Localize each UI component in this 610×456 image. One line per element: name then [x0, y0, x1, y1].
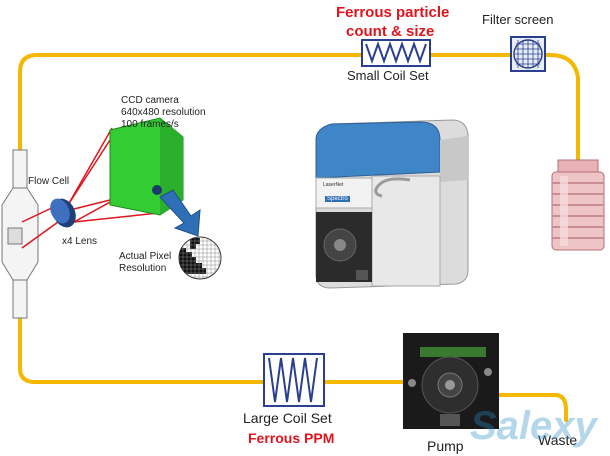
small-coil-label: Small Coil Set: [347, 68, 429, 83]
flow-cell-label: Flow Cell: [28, 176, 70, 187]
filter-screen-icon: [510, 36, 546, 72]
ferrous-count-label-line2: count & size: [346, 23, 435, 40]
lens-label: x4 Lens: [62, 236, 98, 247]
pump-label: Pump: [427, 438, 464, 454]
sample-bottle-icon: [551, 159, 605, 251]
ccd-camera-label-line2: 640x480 resolution: [121, 107, 206, 118]
ccd-camera-label-line3: 100 frames/s: [121, 119, 179, 130]
ferrous-count-label-line1: Ferrous particle: [336, 4, 450, 21]
filter-screen-label: Filter screen: [482, 12, 554, 27]
small-coil-icon: [361, 39, 431, 67]
ccd-camera-icon: [109, 117, 184, 216]
device-brand-label: LaserNet: [323, 182, 344, 188]
watermark: Salexy: [470, 404, 597, 448]
lasernet-device-icon: [315, 119, 469, 289]
lens-icon: [50, 198, 76, 228]
pixel-resolution-label-line2: Resolution: [119, 263, 167, 274]
flow-cell-icon: [1, 149, 39, 319]
waste-label: Waste: [538, 432, 578, 448]
device-logo-label: Spectro: [325, 196, 350, 202]
ferrous-ppm-label: Ferrous PPM: [248, 430, 335, 446]
large-coil-label: Large Coil Set: [243, 410, 332, 426]
pixel-resolution-label-line1: Actual Pixel: [119, 251, 172, 262]
arrow-icon: [159, 189, 201, 237]
pump-icon: [403, 333, 499, 429]
top-tube: [18, 53, 580, 162]
pixel-grid-icon: [178, 236, 222, 280]
ccd-camera-label-line1: CCD camera: [121, 95, 179, 106]
large-coil-icon: [263, 353, 325, 407]
